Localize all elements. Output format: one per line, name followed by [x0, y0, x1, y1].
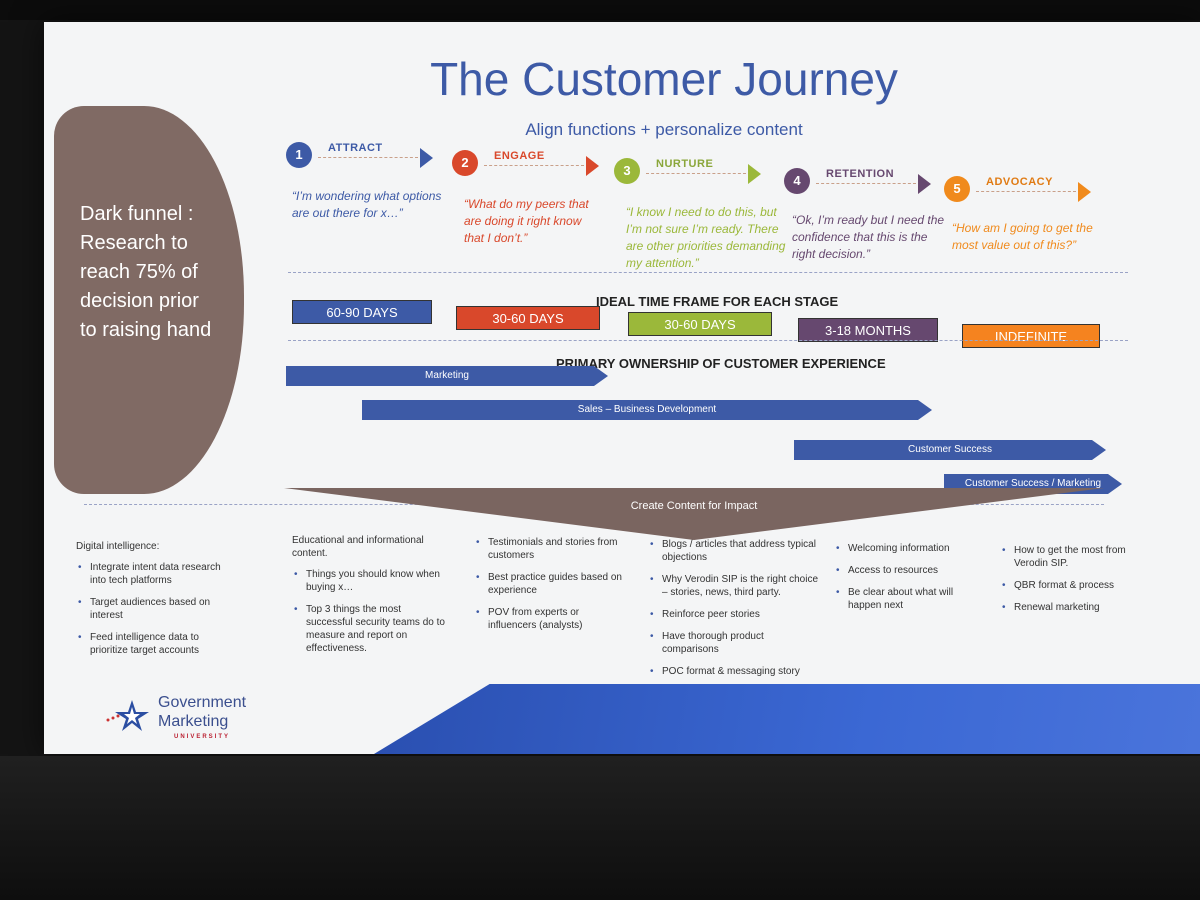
stage-label: ADVOCACY: [986, 176, 1053, 188]
list-item: Access to resources: [836, 564, 974, 577]
screen-top-edge: [0, 0, 1200, 20]
stage-number: 4: [784, 168, 810, 194]
ownership-heading: PRIMARY OWNERSHIP OF CUSTOMER EXPERIENCE: [556, 356, 886, 371]
list-item: Be clear about what will happen next: [836, 586, 974, 612]
list-item: Integrate intent data research into tech…: [78, 561, 236, 587]
slide: The Customer Journey Align functions + p…: [44, 22, 1200, 754]
stage-dotted-line: [816, 183, 916, 184]
stage-attract: 1 ATTRACT: [286, 140, 446, 174]
slide-subtitle: Align functions + personalize content: [525, 120, 803, 139]
divider-line: [288, 272, 1128, 273]
stage-arrow-icon: [586, 156, 599, 176]
content-column-nurture: Blogs / articles that address typical ob…: [648, 538, 820, 687]
stage-retention: 4 RETENTION: [784, 166, 944, 200]
stage-label: ENGAGE: [494, 150, 545, 162]
stage-number: 2: [452, 150, 478, 176]
logo-text: Government: [158, 694, 247, 711]
ownership-band-customer-success: Customer Success: [794, 440, 1106, 460]
list-item: Things you should know when buying x…: [294, 568, 448, 594]
stage-arrow-icon: [1078, 182, 1091, 202]
stage-label: ATTRACT: [328, 142, 383, 154]
stage-quote-retention: “Ok, I’m ready but I need the confidence…: [792, 213, 945, 261]
content-column-retention: Welcoming information Access to resource…: [834, 542, 974, 621]
stage-engage: 2 ENGAGE: [452, 148, 612, 182]
divider-line: [288, 340, 1128, 341]
ownership-band-sales: Sales – Business Development: [362, 400, 932, 420]
stage-arrow-icon: [420, 148, 433, 168]
stage-quote-engage: “What do my peers that are doing it righ…: [464, 197, 589, 245]
stage-arrow-icon: [918, 174, 931, 194]
timeframe-box: INDEFINITE: [962, 324, 1100, 348]
decorative-blue-shape: [374, 684, 1200, 754]
stage-number: 3: [614, 158, 640, 184]
logo-text: Marketing: [158, 713, 229, 730]
list-item: POV from experts or influencers (analyst…: [476, 606, 624, 632]
stage-dotted-line: [646, 173, 746, 174]
stage-arrow-icon: [748, 164, 761, 184]
list-item: Reinforce peer stories: [650, 608, 820, 621]
content-impact-wedge: [284, 488, 1104, 540]
dark-funnel-shape: [54, 106, 244, 494]
screen-bottom-edge: [0, 756, 1200, 900]
content-column-engage: Testimonials and stories from customers …: [474, 536, 624, 641]
slide-title: The Customer Journey: [430, 53, 898, 105]
list-item: Feed intelligence data to prioritize tar…: [78, 631, 236, 657]
timeframe-box: 30-60 DAYS: [628, 312, 772, 336]
list-item: Top 3 things the most successful securit…: [294, 603, 448, 655]
list-item: Testimonials and stories from customers: [476, 536, 624, 562]
dark-funnel-text: Dark funnel : Research to reach 75% of d…: [80, 203, 212, 341]
stage-label: NURTURE: [656, 158, 714, 170]
star-icon: [106, 700, 149, 731]
stage-quote-advocacy: “How am I going to get the most value ou…: [952, 221, 1093, 252]
timeframe-box: 3-18 MONTHS: [798, 318, 938, 342]
content-column-advocacy: How to get the most from Verodin SIP. QB…: [1000, 544, 1130, 623]
column-heading: Digital intelligence:: [76, 541, 160, 552]
list-item: QBR format & process: [1002, 579, 1130, 592]
stage-nurture: 3 NURTURE: [614, 156, 774, 190]
gmu-logo: Government Marketing UNIVERSITY: [104, 694, 284, 744]
timeframe-box: 60-90 DAYS: [292, 300, 432, 324]
content-column-attract: Educational and informational content. T…: [292, 534, 448, 664]
list-item: Best practice guides based on experience: [476, 571, 624, 597]
content-impact-label: Create Content for Impact: [630, 500, 758, 512]
list-item: Welcoming information: [836, 542, 974, 555]
stage-dotted-line: [318, 157, 418, 158]
list-item: Blogs / articles that address typical ob…: [650, 538, 820, 564]
list-item: Renewal marketing: [1002, 601, 1130, 614]
stage-quote-attract: “I’m wondering what options are out ther…: [292, 189, 442, 220]
list-item: Have thorough product comparisons: [650, 630, 820, 656]
stage-dotted-line: [484, 165, 584, 166]
stage-number: 5: [944, 176, 970, 202]
list-item: How to get the most from Verodin SIP.: [1002, 544, 1130, 570]
list-item: Target audiences based on interest: [78, 596, 236, 622]
timeframe-heading: IDEAL TIME FRAME FOR EACH STAGE: [596, 294, 839, 309]
ownership-band-marketing: Marketing: [286, 366, 608, 386]
stage-dotted-line: [976, 191, 1076, 192]
logo-text: UNIVERSITY: [174, 734, 231, 740]
stage-number: 1: [286, 142, 312, 168]
column-heading: Educational and informational content.: [292, 535, 424, 559]
stage-label: RETENTION: [826, 168, 895, 180]
list-item: POC format & messaging story: [650, 665, 820, 678]
stage-advocacy: 5 ADVOCACY: [944, 174, 1104, 208]
timeframe-box: 30-60 DAYS: [456, 306, 600, 330]
stage-quote-nurture: “I know I need to do this, but I’m not s…: [626, 205, 786, 270]
content-column-digital: Digital intelligence: Integrate intent d…: [76, 540, 236, 666]
list-item: Why Verodin SIP is the right choice – st…: [650, 573, 820, 599]
